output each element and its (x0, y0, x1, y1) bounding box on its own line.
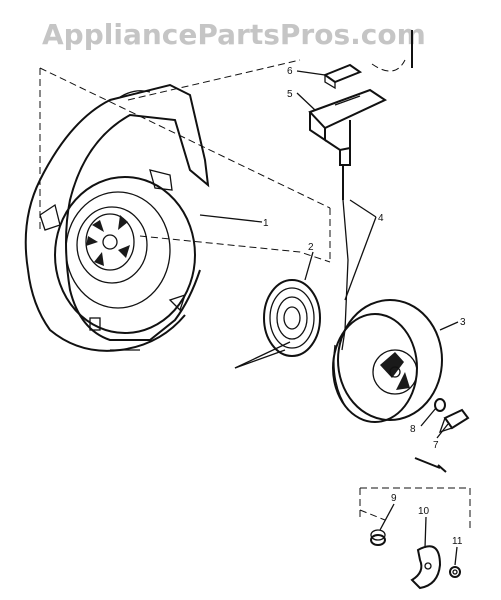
pulley-bolt (414, 457, 447, 473)
starter-rope (341, 165, 349, 351)
watermark-text: AppliancePartsPros.com (42, 18, 426, 51)
bushing-part-9 (370, 529, 386, 546)
starter-handle (308, 88, 388, 166)
callout-2: 2 (308, 242, 314, 253)
callout-9: 9 (391, 493, 397, 504)
callout-7: 7 (433, 440, 439, 451)
callout-labels: 1 2 3 4 5 6 7 8 9 10 11 (263, 66, 466, 547)
callout-3: 3 (460, 317, 466, 328)
washer-part-8 (434, 398, 446, 412)
retainer-part-10 (410, 545, 442, 590)
pawl (438, 408, 470, 434)
callout-1: 1 (263, 218, 269, 229)
callout-6: 6 (287, 66, 293, 77)
callout-8: 8 (410, 424, 416, 435)
callout-4: 4 (378, 213, 384, 224)
callout-5: 5 (287, 89, 293, 100)
rewind-spring (234, 279, 321, 369)
starter-housing (24, 83, 210, 352)
assembly-dashed-outline (39, 59, 471, 530)
housing-hub (85, 213, 135, 271)
nut-part-11 (449, 566, 461, 578)
callout-11: 11 (452, 536, 463, 547)
leader-lines (199, 70, 459, 566)
callout-10: 10 (418, 506, 430, 517)
starter-pulley (332, 299, 443, 423)
handle-insert (322, 63, 363, 90)
